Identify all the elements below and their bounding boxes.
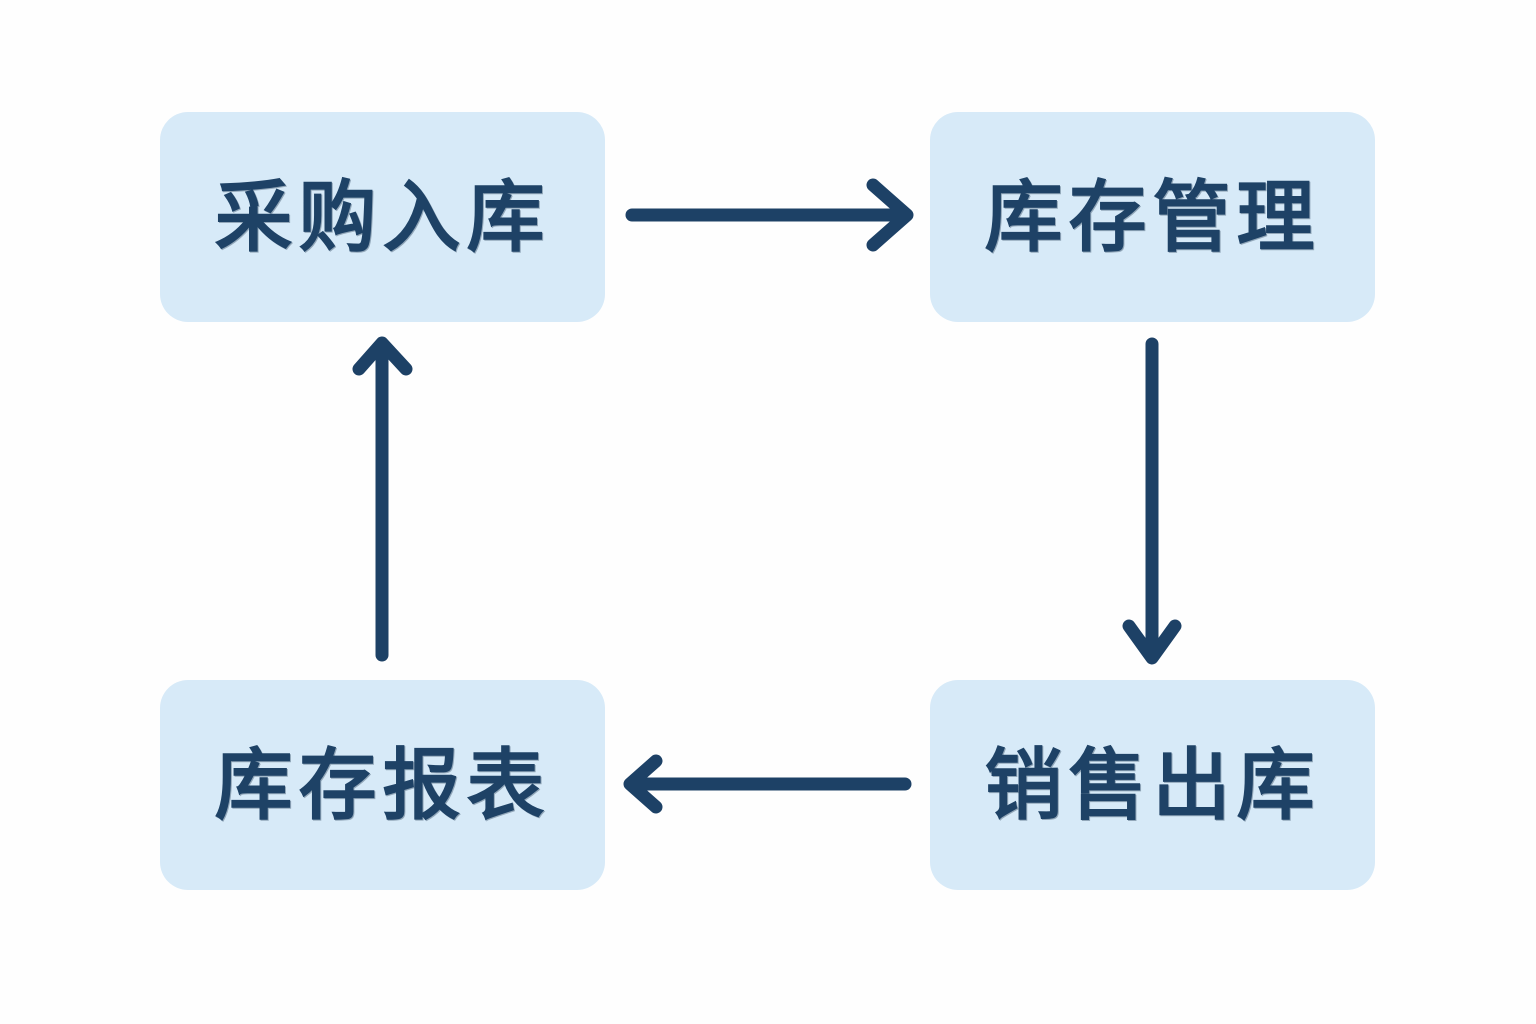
arrow-sales-to-report (623, 754, 912, 814)
node-purchase-inbound: 采购入库 (160, 112, 605, 322)
node-sales-outbound: 销售出库 (930, 680, 1375, 890)
arrow-purchase-to-inventory (625, 178, 914, 252)
node-sales-outbound-label: 销售出库 (984, 741, 1321, 829)
node-inventory-management: 库存管理 (930, 112, 1375, 322)
arrow-report-to-purchase (352, 336, 413, 662)
node-inventory-report: 库存报表 (160, 680, 605, 890)
node-purchase-inbound-label: 采购入库 (214, 173, 551, 261)
node-inventory-management-label: 库存管理 (984, 173, 1321, 261)
node-inventory-report-label: 库存报表 (214, 741, 551, 829)
arrow-inventory-to-sales (1122, 337, 1182, 665)
